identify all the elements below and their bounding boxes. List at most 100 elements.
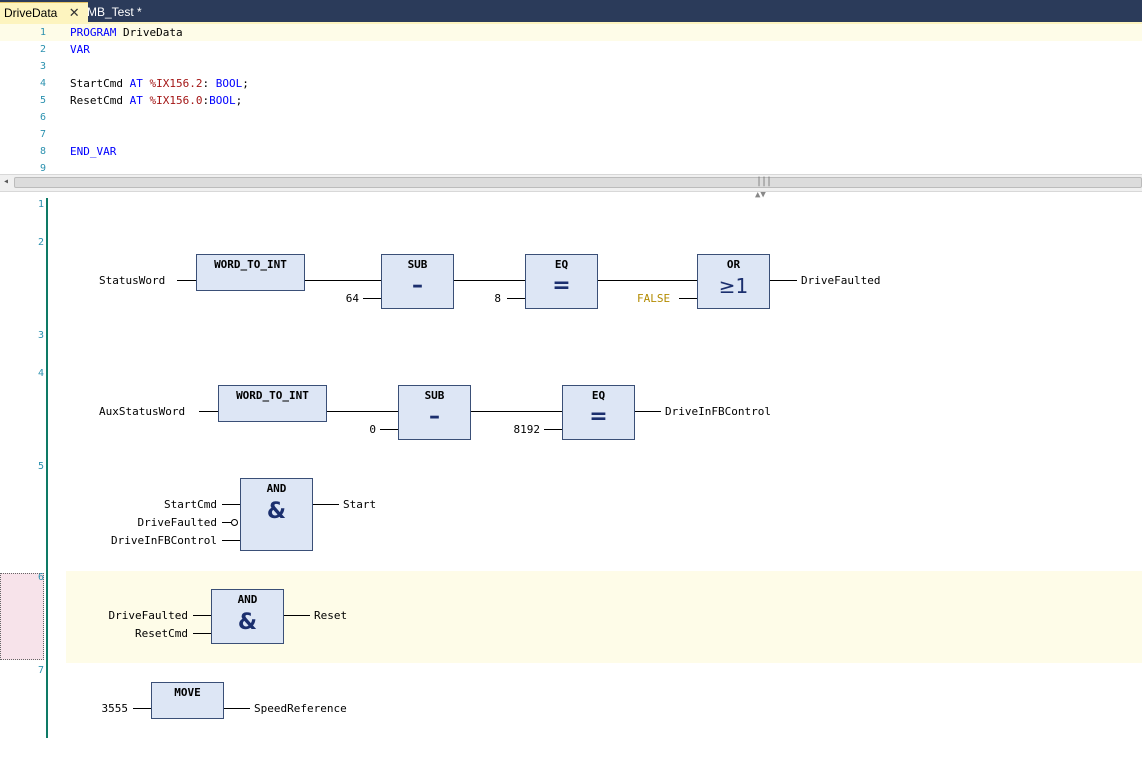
- input-driveinfbcontrol[interactable]: DriveInFBControl: [111, 534, 217, 547]
- line-number: 9: [39, 163, 46, 174]
- identifier-token: :: [202, 94, 210, 107]
- fb-eq[interactable]: EQ =: [525, 254, 598, 309]
- wire: [363, 298, 381, 299]
- code-line[interactable]: 3: [0, 58, 1142, 75]
- code-text: ResetCmd AT %IX156.0:BOOL;: [70, 94, 242, 107]
- wire: [193, 615, 211, 616]
- const-8[interactable]: 8: [494, 292, 501, 305]
- network-number[interactable]: 5: [37, 461, 44, 472]
- input-resetcmd[interactable]: ResetCmd: [135, 627, 188, 640]
- const-8192[interactable]: 8192: [513, 423, 541, 436]
- fb-sub[interactable]: SUB –: [398, 385, 471, 440]
- wire: [133, 708, 151, 709]
- const-false[interactable]: FALSE: [637, 292, 671, 305]
- fb-word-to-int[interactable]: WORD_TO_INT: [218, 385, 327, 422]
- tab-label: DriveData: [4, 6, 58, 20]
- tab-accent-strip: [0, 22, 1142, 24]
- fb-name: OR: [726, 258, 741, 271]
- keyword-token: BOOL: [209, 94, 236, 107]
- wire: [679, 298, 697, 299]
- close-icon[interactable]: ✕: [68, 5, 80, 20]
- line-number: 7: [39, 129, 46, 140]
- tab-drivedata[interactable]: DriveData ✕: [0, 2, 88, 22]
- network-number[interactable]: 7: [37, 665, 44, 676]
- code-line[interactable]: 6: [0, 109, 1142, 126]
- const-0[interactable]: 0: [369, 423, 376, 436]
- fb-sub[interactable]: SUB –: [381, 254, 454, 309]
- scrollbar-thumb[interactable]: |||: [14, 176, 1142, 188]
- fb-move[interactable]: MOVE: [151, 682, 224, 719]
- wire: [327, 411, 398, 412]
- code-text: PROGRAM DriveData: [70, 26, 183, 39]
- input-auxstatusword[interactable]: AuxStatusWord: [99, 405, 186, 418]
- tab-mb-test[interactable]: MB_Test *: [83, 2, 146, 22]
- code-text: VAR: [70, 43, 90, 56]
- const-3555[interactable]: 3555: [101, 702, 129, 715]
- network-number[interactable]: 2: [37, 237, 44, 248]
- line-number: 1: [39, 27, 46, 38]
- line-number: 6: [39, 112, 46, 123]
- network-number[interactable]: 6: [37, 572, 44, 583]
- line-number: 2: [39, 44, 46, 55]
- identifier-token: ;: [235, 94, 243, 107]
- keyword-token: VAR: [70, 43, 90, 56]
- keyword-token: AT: [129, 94, 143, 107]
- wire: [313, 504, 339, 505]
- fb-word-to-int[interactable]: WORD_TO_INT: [196, 254, 305, 291]
- keyword-token: END_VAR: [70, 145, 117, 158]
- negation-circle-icon[interactable]: [231, 519, 238, 526]
- output-speedreference[interactable]: SpeedReference: [254, 702, 347, 715]
- identifier-token: StartCmd: [70, 77, 130, 90]
- wire: [635, 411, 661, 412]
- equals-icon: =: [589, 404, 608, 429]
- code-line[interactable]: 7: [0, 126, 1142, 143]
- code-line[interactable]: 2 VAR: [0, 41, 1142, 58]
- input-drivefaulted[interactable]: DriveFaulted: [137, 516, 217, 529]
- identifier-token: :: [202, 77, 216, 90]
- wire: [507, 298, 525, 299]
- fb-name: EQ: [554, 258, 569, 271]
- output-drivefaulted[interactable]: DriveFaulted: [801, 274, 881, 287]
- wire: [380, 429, 398, 430]
- wire: [770, 280, 797, 281]
- splitter-arrows-icon[interactable]: ▲▼: [755, 190, 766, 200]
- fb-name: EQ: [591, 389, 606, 402]
- wire: [454, 280, 525, 281]
- input-startcmd[interactable]: StartCmd: [164, 498, 217, 511]
- input-drivefaulted[interactable]: DriveFaulted: [108, 609, 188, 622]
- fbd-implementation-editor[interactable]: 1 2 3 4 5 6 7 StatusWord WORD_TO_INT SUB…: [0, 196, 1142, 758]
- keyword-token: PROGRAM: [70, 26, 117, 39]
- wire: [177, 280, 196, 281]
- network-number[interactable]: 4: [37, 368, 44, 379]
- wire: [199, 411, 218, 412]
- ampersand-icon: &: [266, 499, 287, 524]
- wire: [222, 522, 231, 523]
- fb-name: AND: [266, 482, 287, 495]
- wire: [305, 280, 381, 281]
- fb-and[interactable]: AND &: [211, 589, 284, 644]
- minus-icon: –: [429, 404, 440, 429]
- code-line[interactable]: 9: [0, 160, 1142, 174]
- output-start[interactable]: Start: [343, 498, 377, 511]
- network-number[interactable]: 1: [37, 199, 44, 210]
- horizontal-scrollbar[interactable]: ◂ |||: [0, 174, 1142, 192]
- fb-eq[interactable]: EQ =: [562, 385, 635, 440]
- fb-and[interactable]: AND &: [240, 478, 313, 551]
- wire: [193, 633, 211, 634]
- code-line[interactable]: 1 PROGRAM DriveData: [0, 24, 1142, 41]
- fb-name: SUB: [407, 258, 428, 271]
- input-statusword[interactable]: StatusWord: [99, 274, 166, 287]
- scroll-left-icon[interactable]: ◂: [3, 176, 10, 187]
- network-6-selection[interactable]: [0, 573, 44, 660]
- output-driveinfbcontrol[interactable]: DriveInFBControl: [665, 405, 771, 418]
- const-64[interactable]: 64: [345, 292, 359, 305]
- network-number[interactable]: 3: [37, 330, 44, 341]
- wire: [222, 540, 240, 541]
- fb-or[interactable]: OR ≥1: [697, 254, 770, 309]
- output-reset[interactable]: Reset: [314, 609, 348, 622]
- identifier-token: ResetCmd: [70, 94, 130, 107]
